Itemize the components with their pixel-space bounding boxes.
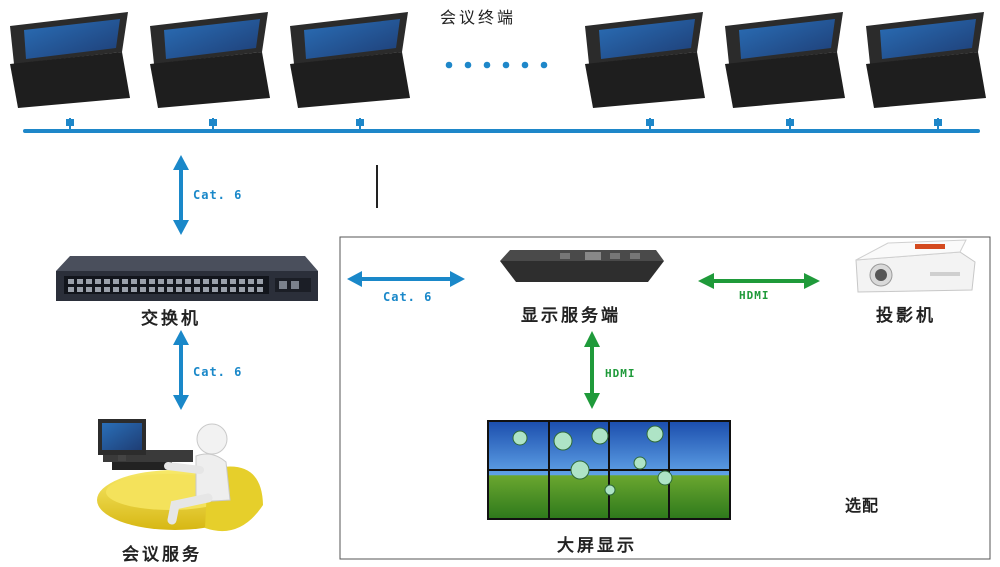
switch-label: 交换机 [141,309,201,329]
terminal-6 [866,12,986,108]
ellipsis-dots [445,61,548,69]
terminal-5 [725,12,845,108]
display-server-device [500,250,664,282]
link-label-display-screen: HDMI [605,367,636,380]
arrow-switch-server [173,330,189,410]
projector-device [855,239,976,293]
terminal-1 [10,12,130,108]
link-label-bus-switch: Cat. 6 [193,188,243,202]
switch-device [56,256,318,301]
arrow-display-screen [584,331,600,409]
arrow-display-projector [698,273,820,289]
optional-label: 选配 [845,496,880,515]
link-label-switch-display: Cat. 6 [383,290,433,304]
terminal-2 [150,12,270,108]
title-conference-terminals: 会议终端 [440,8,517,27]
projector-label: 投影机 [876,306,936,326]
terminal-3 [290,12,410,108]
meeting-server-illustration [97,419,263,532]
network-bus [23,118,980,133]
optional-group-box [339,236,991,560]
meeting-server-label: 会议服务 [122,545,202,565]
arrow-switch-display [347,271,465,287]
big-screen-label: 大屏显示 [557,536,637,556]
terminal-4 [585,12,705,108]
video-wall [487,420,731,520]
arrow-bus-switch [173,155,189,235]
link-label-switch-server: Cat. 6 [193,365,243,379]
display-server-label: 显示服务端 [521,306,621,326]
link-label-display-projector: HDMI [739,289,770,302]
